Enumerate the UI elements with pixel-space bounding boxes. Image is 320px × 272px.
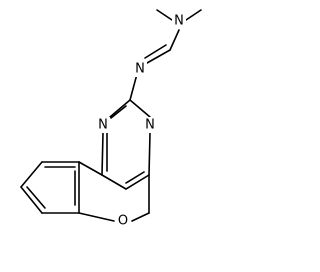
- bond-c6-c5-inner: [125, 171, 145, 184]
- bond-ch2-o: [131, 212, 150, 222]
- atom-bg-n-imine: [133, 61, 147, 77]
- molecule-structure: N N N N O: [20, 9, 202, 229]
- atom-label-o-pyran: O: [118, 214, 128, 229]
- atom-bg-n-amine: [172, 13, 186, 29]
- bond-n-ch: [169, 29, 180, 51]
- bond-o-c8a: [78, 212, 115, 222]
- atom-bg-n-ring-3: [96, 117, 110, 133]
- atom-bg-n-ring-1: [143, 117, 157, 133]
- bond-c5b-c6b: [20, 161, 43, 188]
- bond-ch-n-double-b: [144, 44, 167, 59]
- bond-methyl-left: [156, 9, 173, 21]
- bond-c2-n3-inner: [110, 105, 127, 119]
- bond-ch-n-double-a: [146, 49, 171, 64]
- bond-c4-c4a: [78, 161, 103, 176]
- bond-n3-c4: [101, 132, 104, 176]
- bond-c6-c5: [125, 174, 150, 190]
- bond-c2-n1: [129, 99, 151, 118]
- bond-n1-c6: [148, 132, 151, 176]
- bond-benzene-inner-left: [26, 186, 46, 209]
- bond-methyl-right: [185, 9, 202, 21]
- bond-c2-n3: [109, 99, 131, 118]
- bond-c5-c4: [101, 174, 127, 190]
- atom-label-n-amine: N: [174, 14, 184, 29]
- atom-label-n-ring-3: N: [98, 118, 108, 133]
- bond-c6b-c7b: [20, 186, 43, 214]
- atom-label-n-ring-1: N: [145, 118, 155, 133]
- atom-label-n-imine: N: [135, 62, 145, 77]
- bond-n-c2: [129, 73, 138, 101]
- atom-bg-o-pyran: [115, 213, 131, 229]
